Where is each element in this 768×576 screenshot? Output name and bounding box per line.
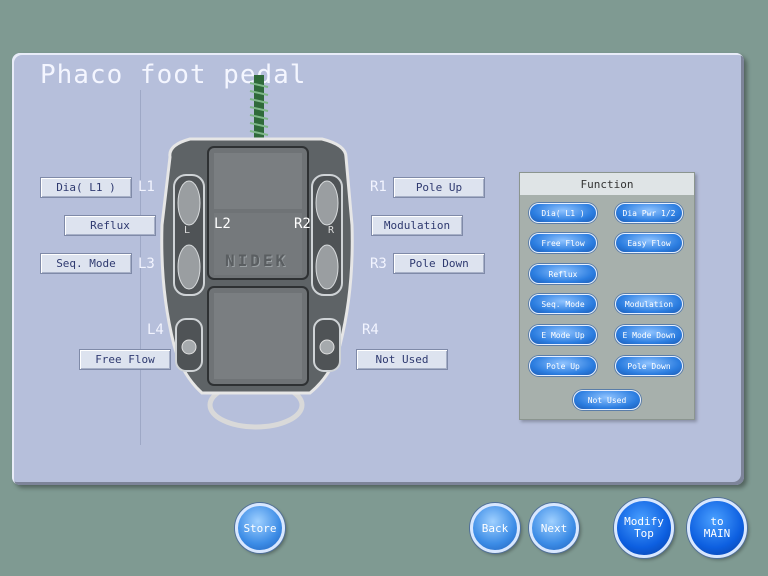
assign-l2-button[interactable]: Reflux xyxy=(64,215,156,236)
modify-top-button[interactable]: Modify Top xyxy=(614,498,674,558)
modify-top-line1: Modify xyxy=(624,515,664,528)
fn-free-flow-button[interactable]: Free Flow xyxy=(529,233,597,253)
pedal-r2-mark: R2 xyxy=(294,216,311,232)
function-panel: Function Dia( L1 ) Dia Pwr 1/2 Free Flow… xyxy=(519,172,695,420)
back-button[interactable]: Back xyxy=(470,503,520,553)
mark-l1: L1 xyxy=(138,179,155,195)
pedal-brand-logo: NIDEK xyxy=(225,251,289,270)
assign-l1-button[interactable]: Dia( L1 ) xyxy=(40,177,132,198)
fn-seq-mode-button[interactable]: Seq. Mode xyxy=(529,294,597,314)
fn-reflux-button[interactable]: Reflux xyxy=(529,264,597,284)
mark-l4: L4 xyxy=(147,322,164,338)
mark-r1: R1 xyxy=(370,179,387,195)
assign-r3-button[interactable]: Pole Down xyxy=(393,253,485,274)
to-main-line2: MAIN xyxy=(703,527,731,540)
modify-top-line2: Top xyxy=(634,527,654,540)
pedal-l2-mark: L2 xyxy=(214,216,231,232)
divider-line xyxy=(140,90,141,445)
store-button[interactable]: Store xyxy=(235,503,285,553)
fn-e-mode-up-button[interactable]: E Mode Up xyxy=(529,325,597,345)
function-panel-header: Function xyxy=(520,173,694,195)
pedal-right-cap: R xyxy=(328,225,335,236)
assign-r2-button[interactable]: Modulation xyxy=(371,215,463,236)
mark-r4: R4 xyxy=(362,322,379,338)
to-main-line1: to xyxy=(710,515,724,528)
fn-pole-up-button[interactable]: Pole Up xyxy=(529,356,597,376)
fn-dia-pwr-button[interactable]: Dia Pwr 1/2 xyxy=(615,203,683,223)
fn-dia-l1-button[interactable]: Dia( L1 ) xyxy=(529,203,597,223)
assign-r1-button[interactable]: Pole Up xyxy=(393,177,485,198)
fn-pole-down-button[interactable]: Pole Down xyxy=(615,356,683,376)
fn-e-mode-down-button[interactable]: E Mode Down xyxy=(615,325,683,345)
mark-r3: R3 xyxy=(370,256,387,272)
fn-not-used-button[interactable]: Not Used xyxy=(573,390,641,410)
pedal-left-cap: L xyxy=(184,225,191,236)
assign-l4-button[interactable]: Free Flow xyxy=(79,349,171,370)
assign-r4-button[interactable]: Not Used xyxy=(356,349,448,370)
to-main-button[interactable]: to MAIN xyxy=(687,498,747,558)
assign-l3-button[interactable]: Seq. Mode xyxy=(40,253,132,274)
fn-modulation-button[interactable]: Modulation xyxy=(615,294,683,314)
foot-pedal-illustration xyxy=(160,75,354,430)
fn-easy-flow-button[interactable]: Easy Flow xyxy=(615,233,683,253)
next-button[interactable]: Next xyxy=(529,503,579,553)
mark-l3: L3 xyxy=(138,256,155,272)
